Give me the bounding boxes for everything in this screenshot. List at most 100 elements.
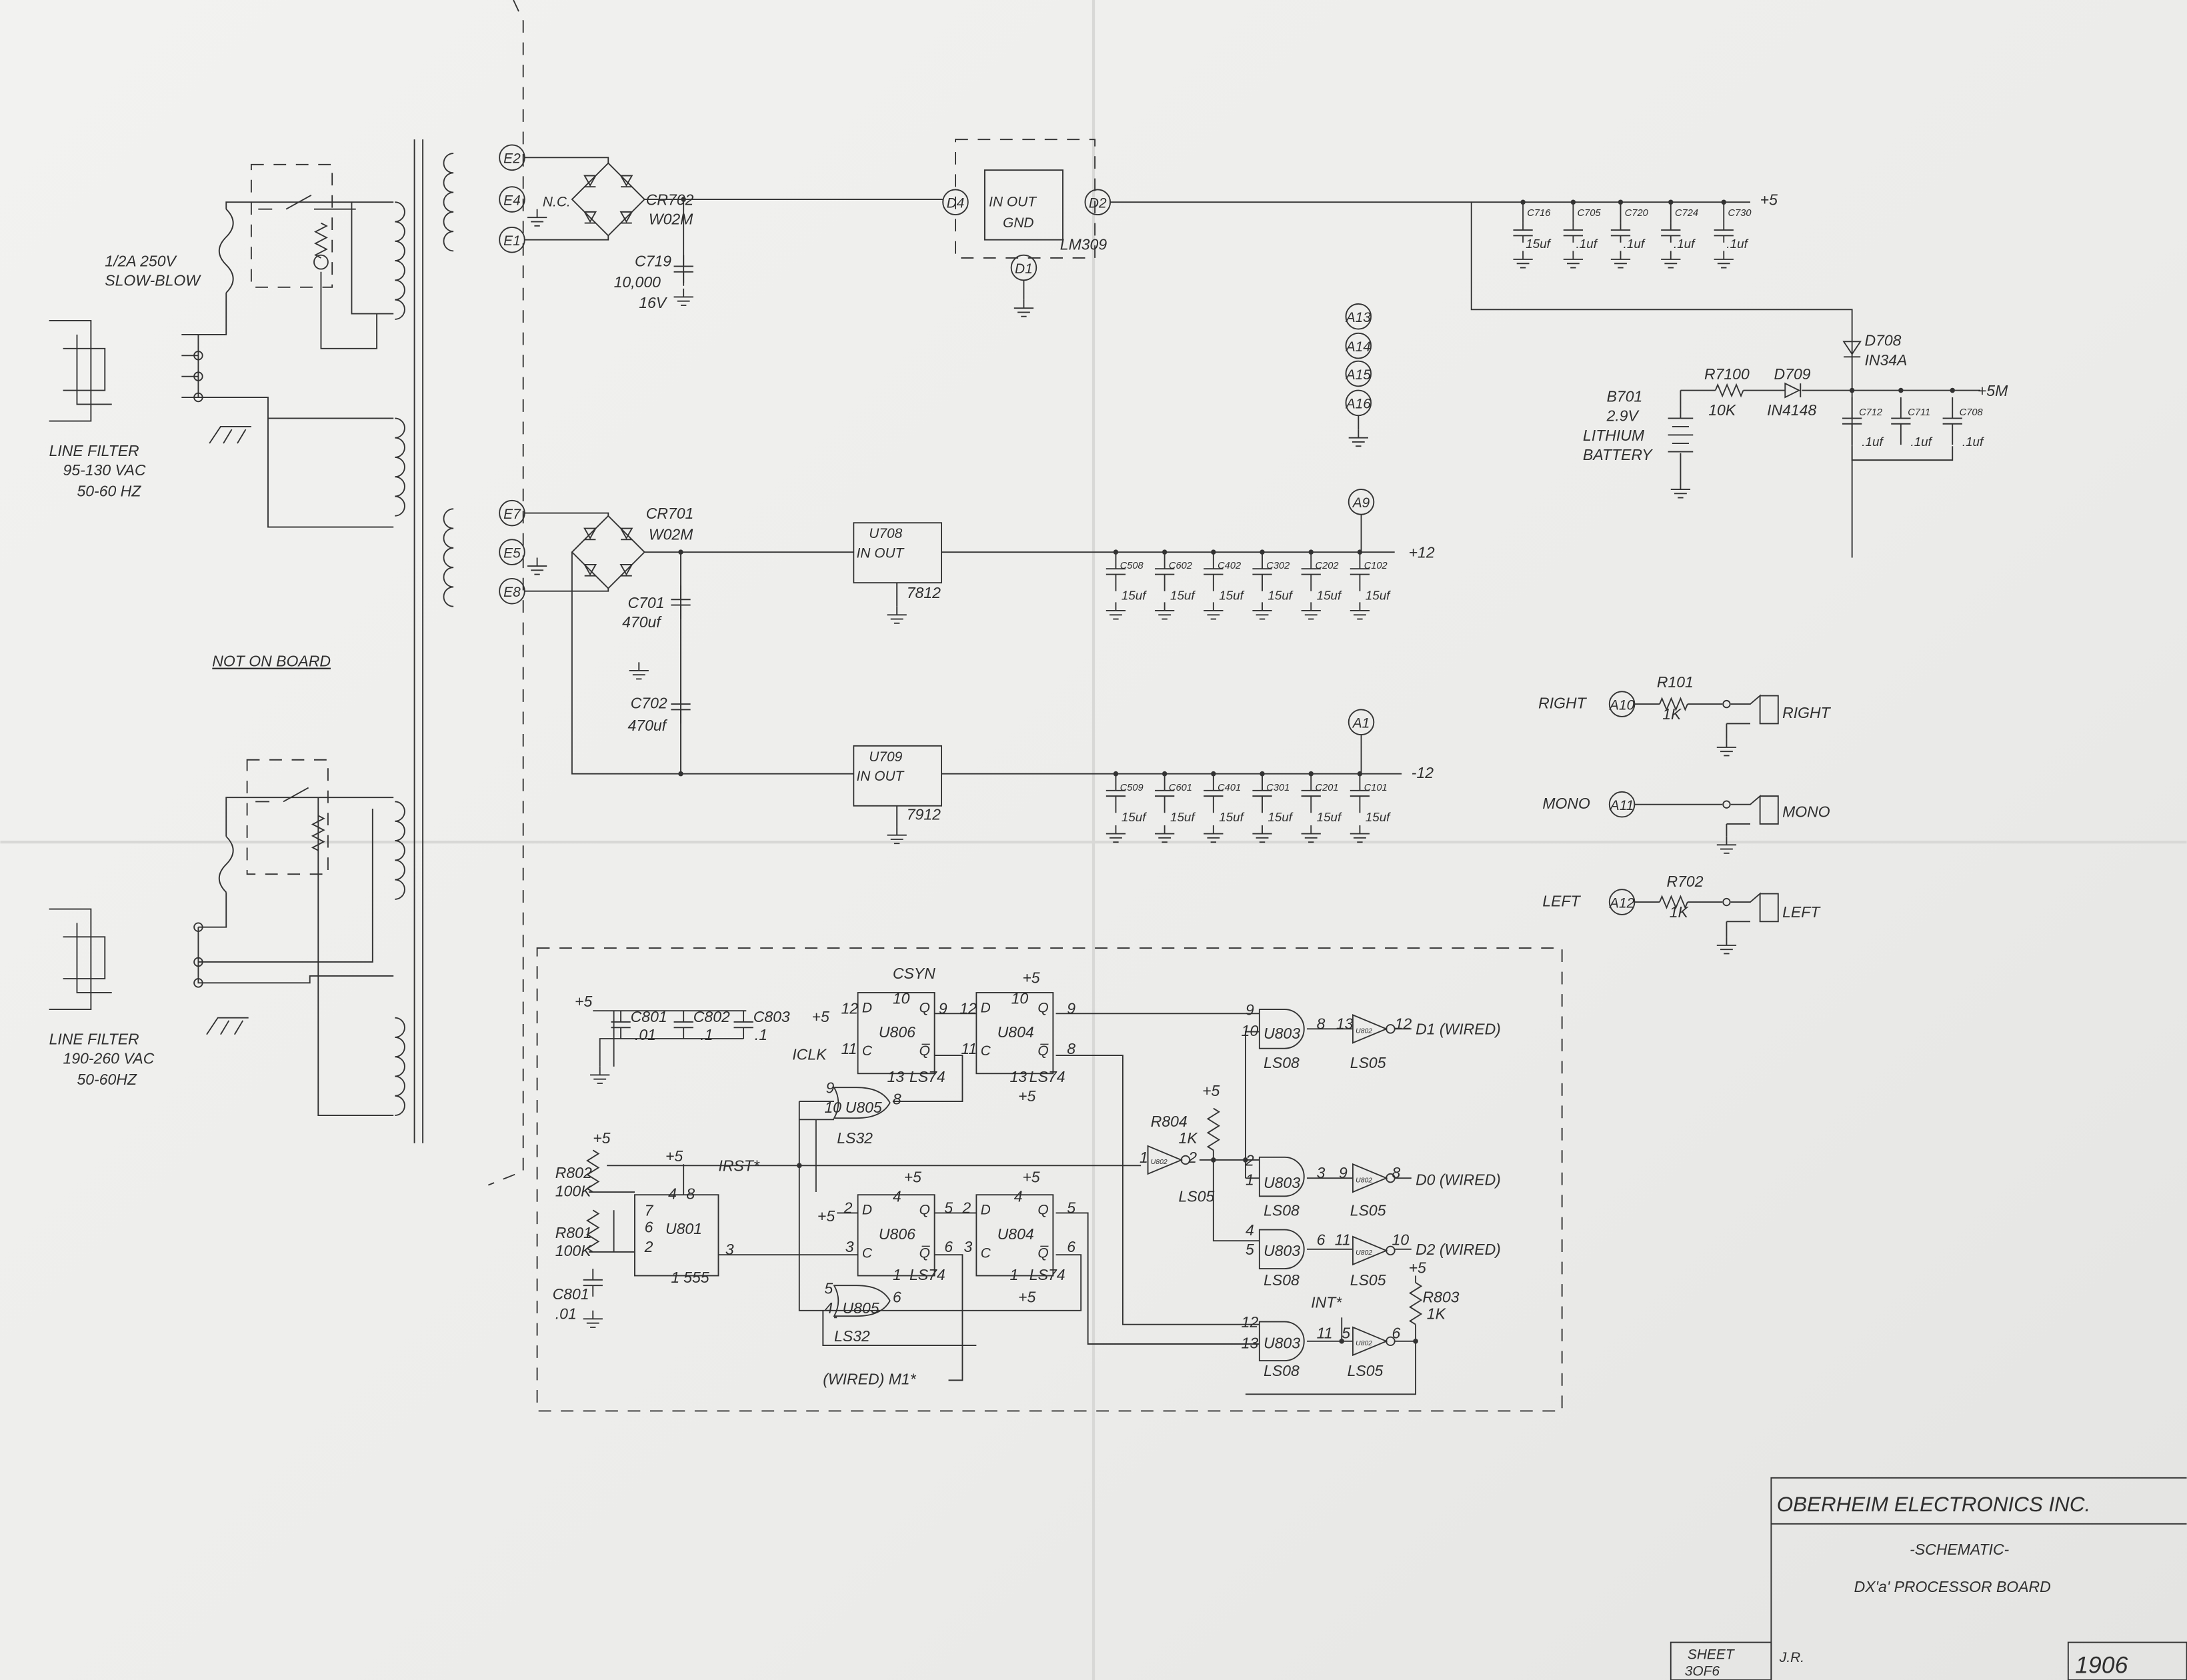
terminal-e5-circle <box>499 539 525 565</box>
chassis-ground-icon <box>209 425 251 444</box>
ff-pin-qbar: Q̅ <box>1037 1043 1049 1059</box>
logic-label: 12 <box>959 999 977 1017</box>
wire <box>1634 703 1728 739</box>
battery-voltage: 2.9V <box>1606 407 1640 425</box>
u709-pins: IN OUT <box>856 769 904 784</box>
ff-pin-qbar: Q̅ <box>919 1245 931 1261</box>
logic-label: 4 <box>1246 1221 1254 1239</box>
r101-value: 1K <box>1662 705 1682 723</box>
logic-label: +5 <box>665 1147 683 1165</box>
capacitor-value: .1uf <box>1576 237 1598 251</box>
capacitor-icon <box>1714 223 1734 243</box>
ground-icon <box>1155 602 1175 620</box>
logic-label: R801 <box>555 1224 592 1241</box>
logic-label: .1 <box>700 1026 713 1043</box>
capacitor-value: 15uf <box>1268 810 1293 824</box>
junction-dot <box>678 549 683 555</box>
fuse-icon <box>218 209 234 293</box>
jack-contact <box>1722 897 1731 907</box>
u708-part: 7812 <box>907 584 941 601</box>
u804-flipflop-b <box>975 1194 1054 1277</box>
spare-terminal: A15 <box>1345 367 1372 383</box>
sheet-number: 3OF6 <box>1685 1664 1720 1679</box>
ground-icon <box>1714 251 1734 269</box>
inverter-bubble <box>1386 1173 1396 1183</box>
capacitor-icon <box>733 1011 753 1039</box>
ground-icon <box>1252 602 1272 620</box>
logic-label: 6 <box>1067 1238 1075 1255</box>
capacitor-icon <box>1252 552 1272 591</box>
resistor-icon <box>1714 383 1744 398</box>
diode-icon <box>583 211 597 224</box>
ground-icon <box>673 288 693 306</box>
ground-icon <box>1204 602 1224 620</box>
resistor-icon <box>1659 697 1688 711</box>
logic-label: 3 <box>725 1241 734 1258</box>
resistor-icon <box>586 1209 600 1253</box>
terminal-a12: A12 <box>1608 895 1635 911</box>
audio-jack-icon <box>1726 892 1779 923</box>
logic-label: C803 <box>753 1008 790 1025</box>
ff-pin-d: D <box>981 1000 991 1015</box>
junction-dot <box>1570 199 1576 205</box>
logic-label: (WIRED) M1* <box>823 1371 916 1388</box>
switch-box <box>250 163 333 288</box>
terminal-d2: D2 <box>1089 196 1107 211</box>
u801-timer <box>634 1194 719 1277</box>
junction-dot <box>1950 387 1955 393</box>
logic-label: LS05 <box>1179 1188 1215 1205</box>
logic-label: LS74 <box>909 1266 945 1283</box>
logic-label: 8 <box>1317 1015 1326 1032</box>
capacitor-label: C301 <box>1266 783 1290 793</box>
terminal-a9: A9 <box>1352 495 1370 511</box>
logic-label: 100K <box>555 1182 592 1199</box>
logic-label: IRST* <box>718 1157 759 1175</box>
logic-label: 1K <box>1179 1129 1199 1147</box>
logic-label: 1 <box>671 1269 679 1286</box>
c702-label: C702 <box>631 694 667 711</box>
capacitor-value: 15uf <box>1366 810 1391 824</box>
capacitor-value: 15uf <box>1366 588 1391 602</box>
logic-label: 10 <box>1392 1231 1410 1249</box>
ground-icon <box>1348 429 1368 447</box>
capacitor-value: .1uf <box>1910 435 1932 449</box>
r101-label: R101 <box>1657 673 1694 691</box>
capacitor-label: C720 <box>1625 208 1649 219</box>
junction-dot <box>1668 199 1674 205</box>
ground-icon <box>590 1066 610 1084</box>
capacitor-icon <box>1301 773 1321 813</box>
line-filter-freq: 50-60 HZ <box>77 482 141 499</box>
logic-label: 4 <box>824 1299 833 1317</box>
r702-value: 1K <box>1670 903 1690 921</box>
ground-icon <box>1661 251 1681 269</box>
wire <box>197 201 394 528</box>
junction-dot <box>1339 1339 1345 1344</box>
c701-label: C701 <box>628 594 665 611</box>
capacitor-icon <box>1106 552 1126 591</box>
filter-terminal <box>193 371 203 381</box>
filter-terminal <box>193 392 203 403</box>
logic-label: LS05 <box>1348 1362 1384 1379</box>
logic-label: U805 <box>845 1099 882 1116</box>
on-board-logic-boundary <box>536 947 1563 1412</box>
r702-label: R702 <box>1667 873 1704 890</box>
capacitor-icon <box>1513 223 1533 243</box>
wire <box>1680 389 1981 481</box>
ff-pin-q: Q <box>919 1000 930 1015</box>
fuse-rating: 1/2A 250V <box>105 252 177 269</box>
spare-terminal: A14 <box>1345 339 1371 355</box>
junction-dot <box>1243 1157 1248 1163</box>
logic-label: 1 <box>1140 1149 1148 1166</box>
battery-icon <box>1668 417 1694 453</box>
terminal-e4: E4 <box>503 193 521 208</box>
junction-dot <box>681 197 686 202</box>
logic-label: 6 <box>645 1219 653 1236</box>
capacitor-value: 15uf <box>1219 810 1244 824</box>
logic-label: 13 <box>1010 1068 1027 1085</box>
logic-label: 9 <box>825 1079 834 1097</box>
capacitor-label: C708 <box>1960 407 1984 418</box>
u709-part: 7912 <box>907 806 941 823</box>
logic-label: LS05 <box>1350 1271 1386 1289</box>
capacitor-value: 15uf <box>1122 588 1147 602</box>
junction-dot <box>1849 387 1855 393</box>
